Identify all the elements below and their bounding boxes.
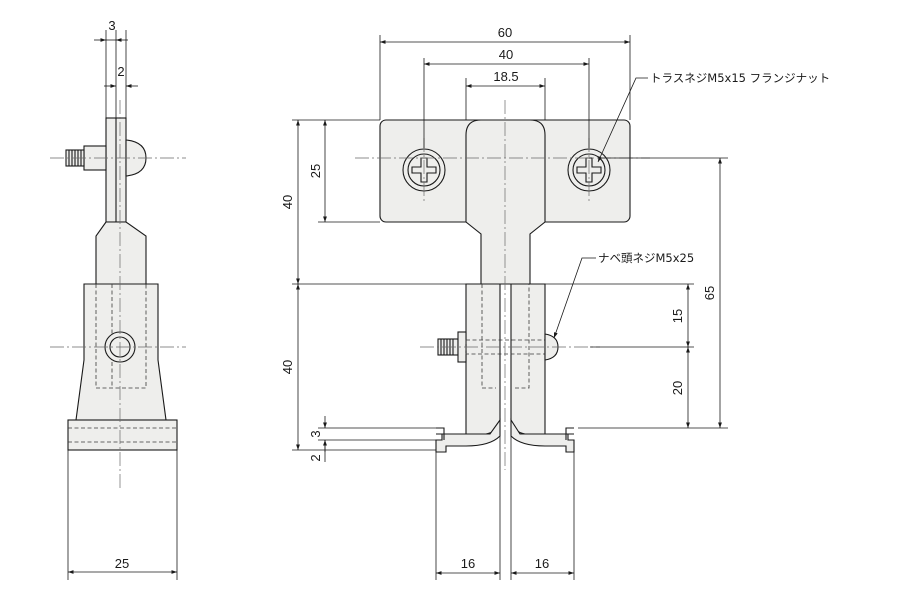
dim-foot-2: 2 bbox=[308, 454, 323, 461]
side-view-dimensions bbox=[67, 30, 178, 580]
dim-foot-3: 3 bbox=[308, 430, 323, 437]
dim-bottom-16-left: 16 bbox=[461, 556, 475, 571]
dim-side-25: 25 bbox=[115, 556, 129, 571]
dim-height-15: 15 bbox=[670, 309, 685, 323]
front-view-dimensions bbox=[292, 35, 728, 580]
dim-width-40: 40 bbox=[499, 47, 513, 62]
dim-height-40-lower: 40 bbox=[280, 360, 295, 374]
dim-side-3: 3 bbox=[108, 18, 115, 33]
dim-height-40-upper: 40 bbox=[280, 195, 295, 209]
side-neck bbox=[95, 221, 147, 285]
callout-truss-screw: トラスネジM5x15 フランジナット bbox=[650, 71, 830, 85]
dim-side-2: 2 bbox=[117, 64, 124, 79]
dim-bottom-16-right: 16 bbox=[535, 556, 549, 571]
dim-height-25: 25 bbox=[308, 164, 323, 178]
dim-height-20: 20 bbox=[670, 381, 685, 395]
front-left-leg bbox=[465, 283, 501, 435]
front-center-bar bbox=[465, 119, 546, 285]
dim-height-65: 65 bbox=[702, 286, 717, 300]
front-right-leg bbox=[510, 283, 546, 435]
dim-width-18-5: 18.5 bbox=[493, 69, 518, 84]
callout-pan-head-screw: ナベ頭ネジM5x25 bbox=[598, 251, 694, 265]
front-view bbox=[355, 100, 650, 470]
dim-width-60: 60 bbox=[498, 25, 512, 40]
side-view bbox=[50, 100, 186, 490]
side-rail-foot bbox=[67, 419, 178, 451]
